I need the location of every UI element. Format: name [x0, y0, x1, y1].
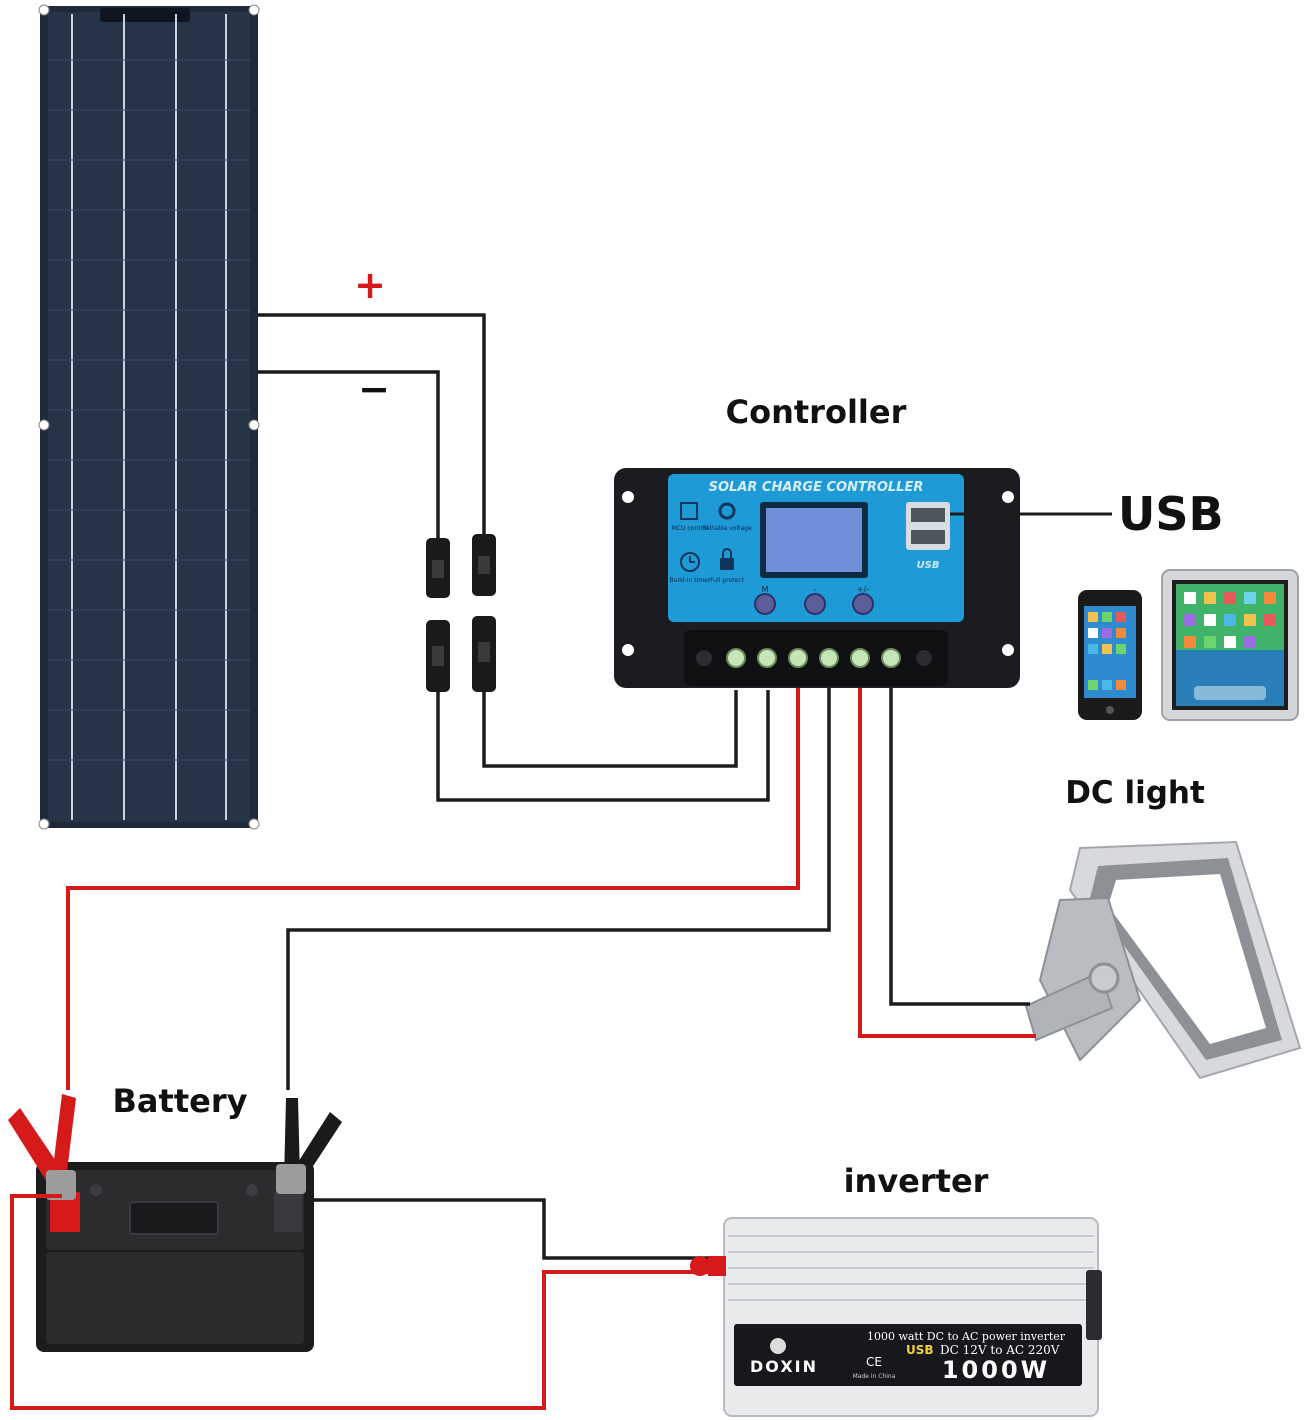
negative-label: −	[358, 367, 390, 411]
inverter-wires	[10, 1194, 708, 1410]
red-clamp	[8, 1094, 76, 1200]
inverter-power: 1000W	[942, 1356, 1050, 1384]
button-minus	[804, 593, 826, 615]
voltage-caption: Settable voltage	[702, 525, 752, 532]
battery-label: Battery	[113, 1082, 248, 1120]
positive-label: +	[354, 263, 386, 307]
inverter-positive-terminal	[690, 1256, 710, 1276]
timer-caption: Build-in timer	[670, 577, 711, 584]
inverter-label: inverter	[844, 1162, 989, 1200]
button-plusminus-label: +/-	[857, 585, 869, 594]
controller-usb-badge: USB	[917, 560, 940, 571]
clock-icon	[680, 552, 700, 572]
button-plusminus	[852, 593, 874, 615]
inverter-made-in: Made in China	[853, 1373, 896, 1380]
battery	[36, 1162, 314, 1352]
terminal-block	[684, 630, 948, 686]
load-wires	[858, 688, 1036, 1038]
charge-controller: SOLAR CHARGE CONTROLLER MCU control Sett…	[614, 468, 1020, 688]
mc4-connectors	[426, 534, 496, 692]
black-clamp	[276, 1098, 342, 1194]
inverter: 1000 watt DC to AC power inverter USB DC…	[690, 1217, 1102, 1417]
mcu-caption: MCU control	[672, 525, 709, 532]
button-minus-label: -	[814, 585, 817, 594]
battery-wires	[66, 688, 831, 1090]
controller-panel-title: SOLAR CHARGE CONTROLLER	[709, 480, 924, 495]
protect-caption: Full protect	[710, 577, 744, 584]
button-m-label: M	[762, 585, 769, 594]
gear-icon	[718, 502, 736, 520]
inverter-label-plate	[734, 1324, 1082, 1386]
button-m	[754, 593, 776, 615]
inverter-brand: DOXIN	[750, 1357, 818, 1376]
lock-icon	[720, 558, 734, 570]
solar-cell-grid	[48, 59, 250, 761]
tablet-icon	[1161, 569, 1299, 721]
battery-negative-terminal	[274, 1192, 302, 1232]
star-icon	[770, 1338, 786, 1354]
usb-label: USB	[1118, 487, 1224, 541]
solar-panel	[38, 4, 260, 830]
inverter-ce: CE	[866, 1355, 882, 1369]
inverter-usb-text: USB	[906, 1343, 934, 1357]
mcu-icon	[680, 502, 698, 520]
panel-wires	[258, 313, 770, 802]
dc-light-label: DC light	[1065, 775, 1205, 811]
controller-label: Controller	[726, 393, 907, 431]
inverter-line1: 1000 watt DC to AC power inverter	[867, 1330, 1066, 1343]
phone-icon	[1078, 590, 1142, 720]
dc-light	[1024, 840, 1302, 1080]
inverter-line2: DC 12V to AC 220V	[940, 1343, 1060, 1357]
